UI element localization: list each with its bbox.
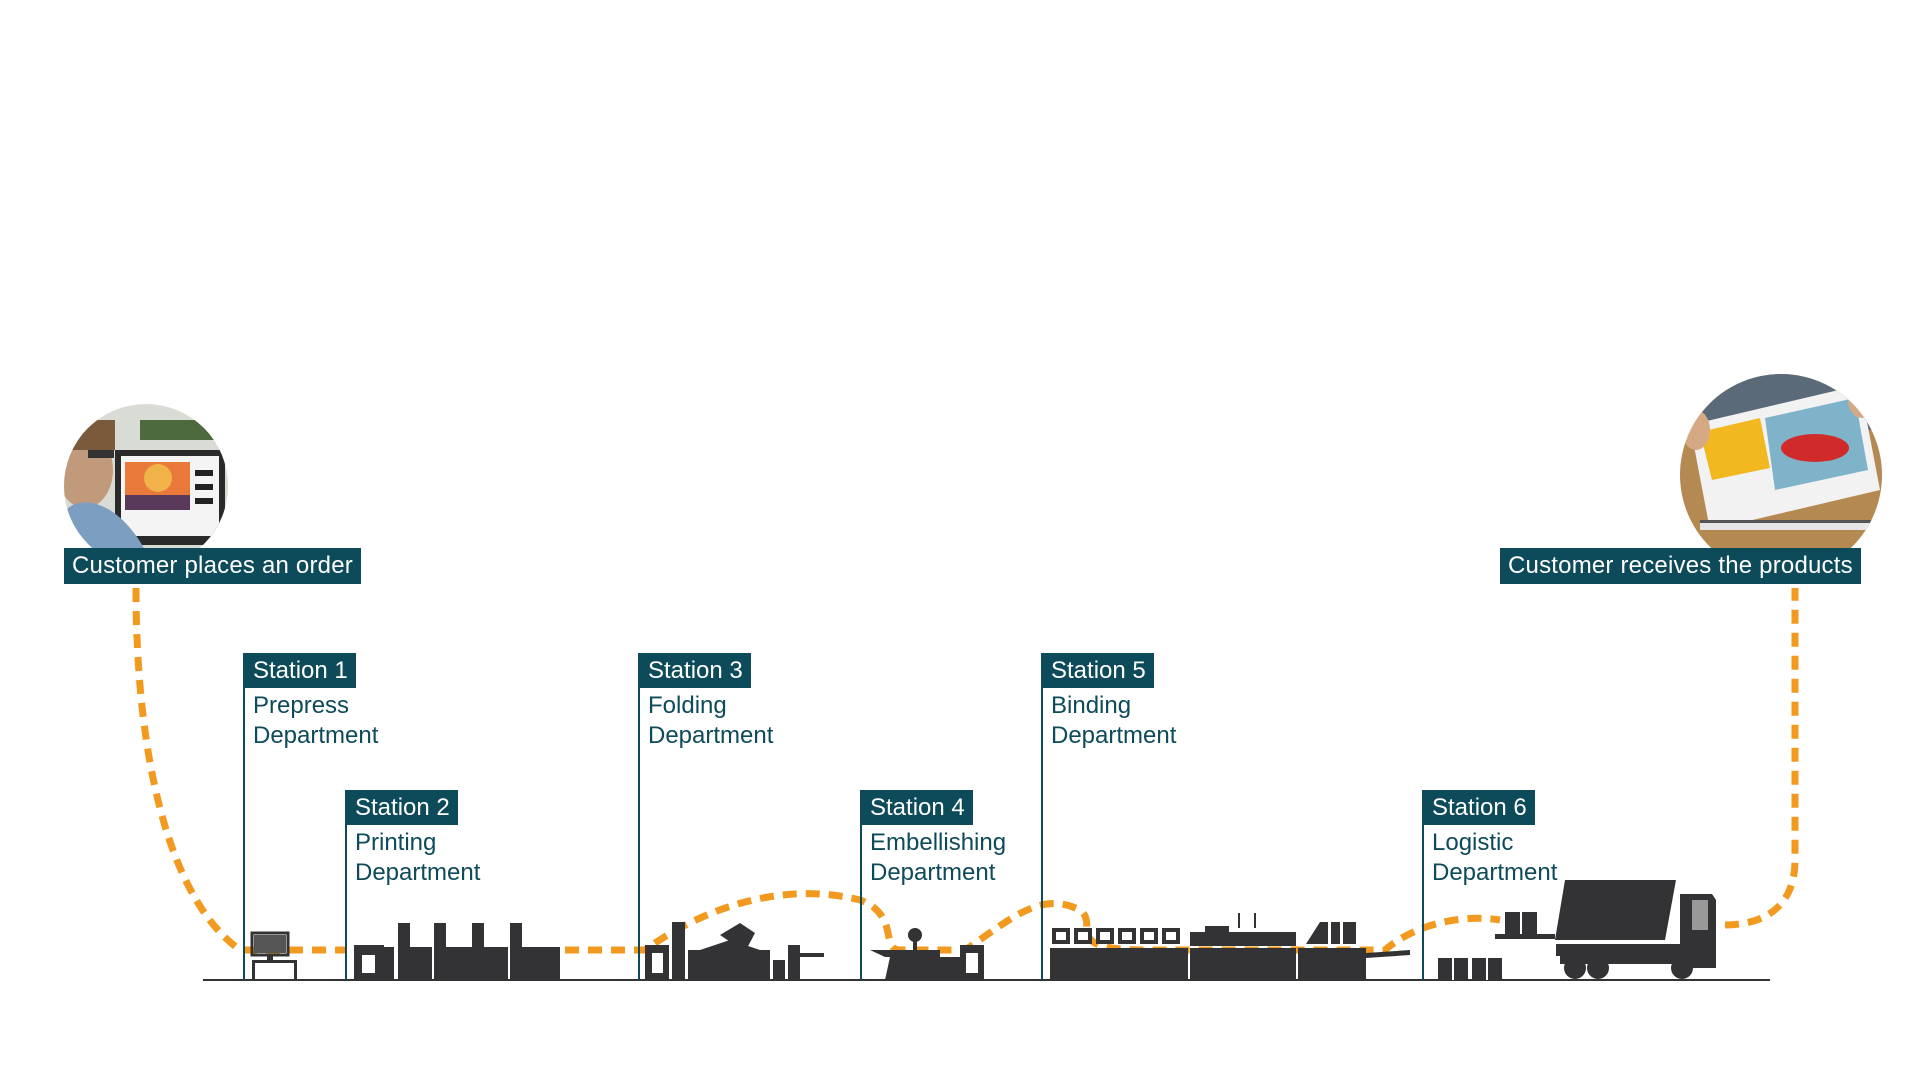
station-badge: Station 1 (245, 653, 356, 688)
delivery-truck-icon (1438, 880, 1716, 980)
folding-machine-icon (645, 922, 824, 980)
binding-line-icon (1050, 913, 1410, 980)
customer-receives-label: Customer receives the products (1500, 548, 1861, 584)
workflow-path (132, 587, 1799, 954)
printing-press-icon (354, 923, 560, 980)
computer-desk-icon (250, 931, 297, 980)
station-badge: Station 6 (1424, 790, 1535, 825)
station-badge: Station 3 (640, 653, 751, 688)
embellishing-machine-icon (870, 928, 984, 980)
station-badge: Station 5 (1043, 653, 1154, 688)
station-badge: Station 2 (347, 790, 458, 825)
customer-order-label: Customer places an order (64, 548, 361, 584)
station-badge: Station 4 (862, 790, 973, 825)
